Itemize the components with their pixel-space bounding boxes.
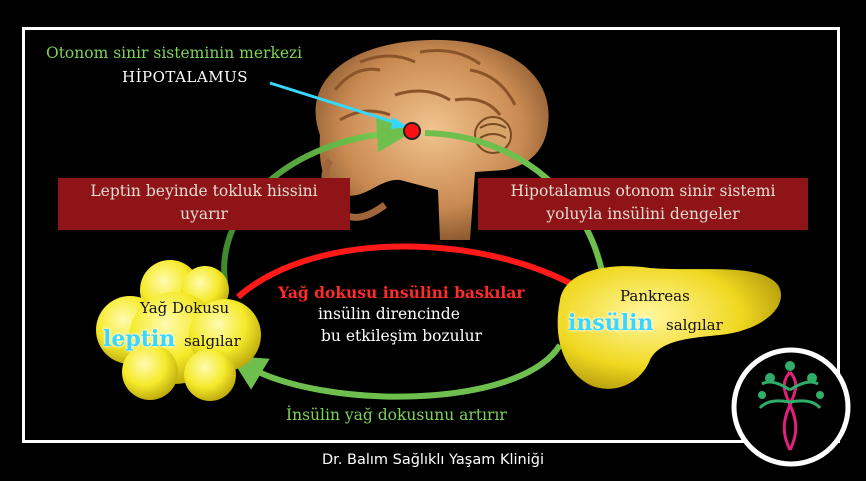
pointer-arrow-head xyxy=(391,117,408,129)
leptin-box-line1: Leptin beyinde tokluk hissini xyxy=(90,182,318,200)
fat-tissue-illustration xyxy=(96,260,261,401)
pancreas-action: salgılar xyxy=(666,316,723,334)
footer-clinic-name: Dr. Balım Sağlıklı Yaşam Kliniği xyxy=(322,452,544,468)
slide-frame xyxy=(22,27,840,443)
arrow-pancreas-to-fat xyxy=(229,343,563,400)
fat-suppresses-insulin-text: Yağ dokusu insülini baskılar xyxy=(278,283,525,302)
pancreas-illustration xyxy=(557,266,781,389)
fat-tissue-label: Yağ Dokusu xyxy=(140,299,230,317)
insulin-increases-fat-text: İnsülin yağ dokusunu artırır xyxy=(286,406,507,424)
fat-tissue-action: salgılar xyxy=(184,332,241,350)
leptin-info-box: Leptin beyinde tokluk hissini uyarır xyxy=(58,178,350,230)
pancreas-label: Pankreas xyxy=(620,287,690,305)
hypo-box-line2: yoluyla insülini dengeler xyxy=(546,205,740,223)
hypothalamus-info-box: Hipotalamus otonom sinir sistemi yoluyla… xyxy=(478,178,808,230)
hypo-box-line1: Hipotalamus otonom sinir sistemi xyxy=(510,182,776,200)
hypothalamus-title: HİPOTALAMUS xyxy=(122,68,248,86)
arrow-fat-suppresses-insulin xyxy=(236,243,592,300)
insulin-hormone-label: insülin xyxy=(568,310,654,336)
hypothalamus-subtitle: Otonom sinir sisteminin merkezi xyxy=(46,44,303,62)
leptin-box-line2: uyarır xyxy=(180,205,228,223)
insulin-resistance-text: insülin direncinde xyxy=(318,305,460,323)
hypothalamus-dot xyxy=(403,122,421,140)
interaction-disrupted-text: bu etkileşim bozulur xyxy=(321,327,483,345)
leptin-hormone-label: leptin xyxy=(103,326,176,352)
clinic-logo xyxy=(731,347,851,467)
pointer-arrow xyxy=(269,81,401,126)
